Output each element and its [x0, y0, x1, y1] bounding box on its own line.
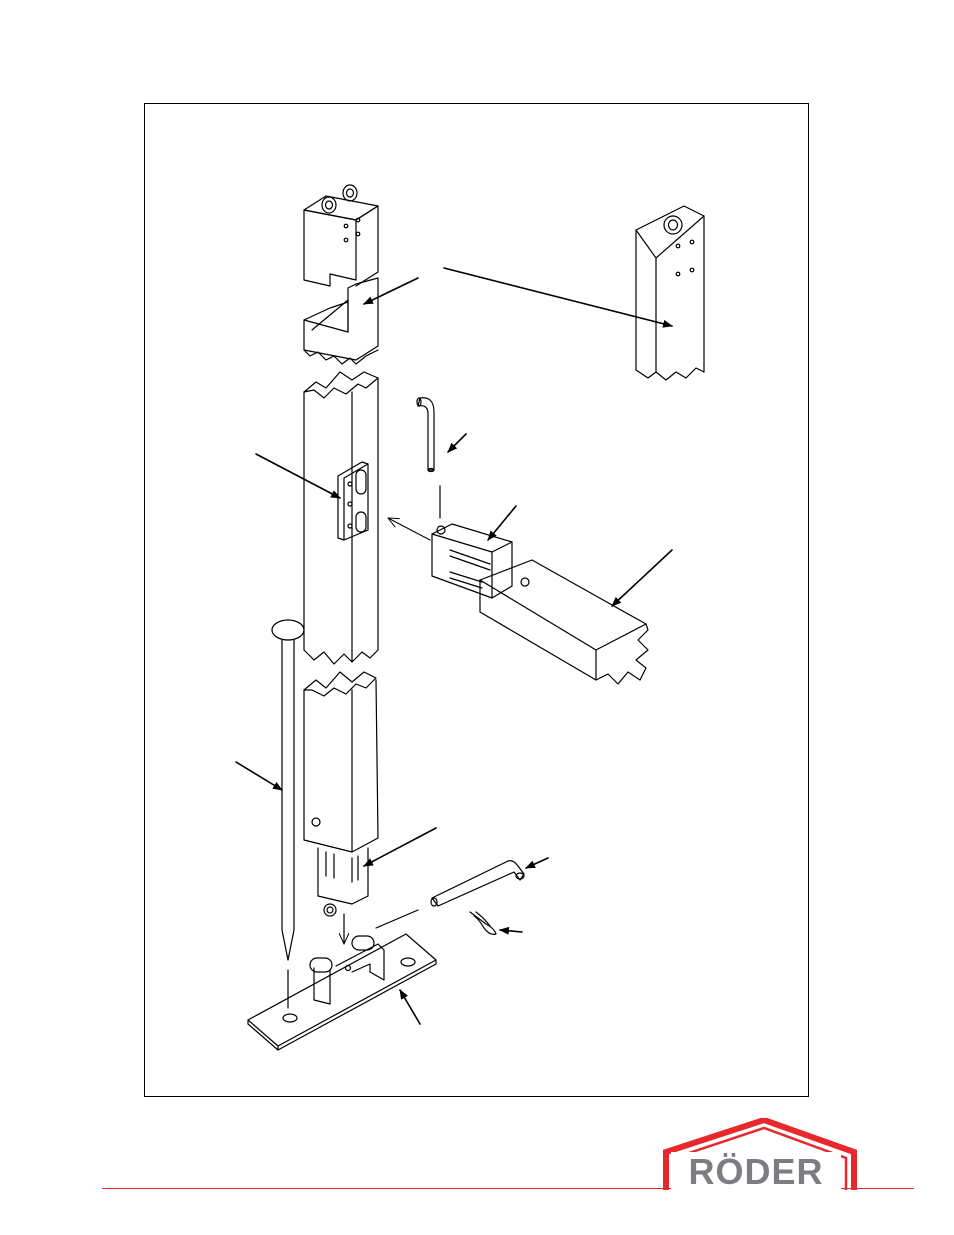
- base-plate: [248, 934, 436, 1050]
- main-post-with-hinge-plate: [304, 372, 378, 664]
- top-bracket-post-segment: [304, 185, 378, 364]
- r-clip: [470, 912, 496, 934]
- adjustable-beam-connector: [432, 524, 512, 598]
- leader-arrows: [236, 268, 672, 1024]
- assembly-direction-arrows: [344, 518, 430, 944]
- l-shaped-pin-upper: [417, 398, 440, 518]
- logo-wordmark: RÖDER: [671, 1152, 841, 1192]
- ground-spike: [272, 620, 304, 1008]
- beam: [480, 560, 648, 684]
- alternate-top-post-segment: [636, 206, 704, 380]
- lower-post-with-slot-insert: [304, 672, 378, 942]
- l-shaped-pin-lower: [376, 861, 524, 928]
